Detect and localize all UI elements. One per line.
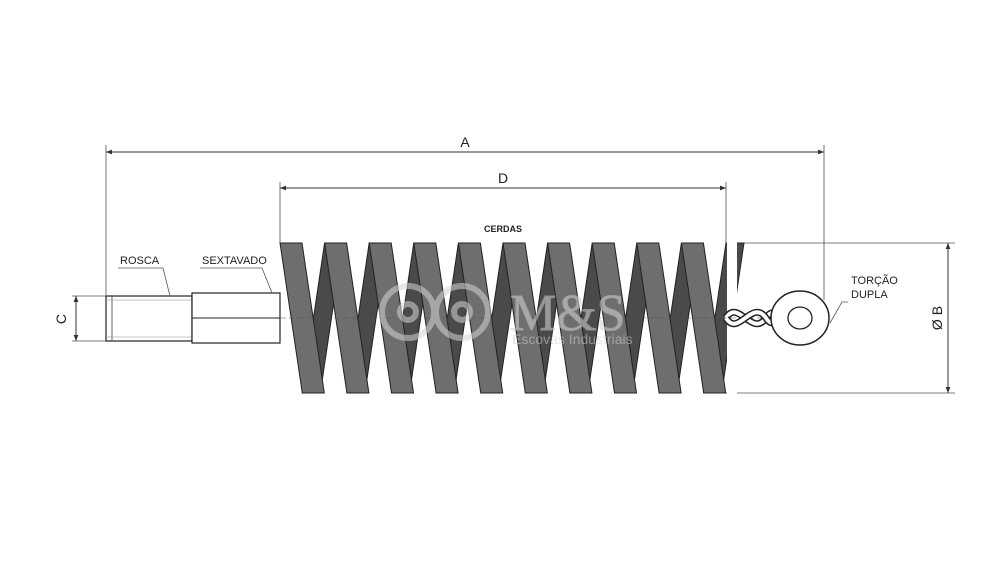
- sextavado-callout: SEXTAVADO: [200, 255, 273, 294]
- threaded-shank: [105, 295, 193, 342]
- dimension-c-label: C: [53, 314, 69, 324]
- end-loop: [770, 290, 830, 346]
- watermark-brand: M&S: [510, 285, 626, 342]
- dimension-d-label: D: [498, 170, 508, 186]
- dimension-b: Ø B: [726, 242, 955, 394]
- brand-logo-icon: [379, 283, 491, 341]
- brand-watermark: M&S Escovas Industriais: [379, 283, 633, 347]
- torcao-label-line2: DUPLA: [851, 289, 888, 301]
- torcao-label-line1: TORÇÃO: [851, 274, 898, 287]
- dimension-a: A: [105, 134, 825, 300]
- dimension-a-label: A: [460, 134, 470, 150]
- rosca-callout: ROSCA: [118, 255, 171, 297]
- dimension-d: D: [279, 170, 727, 243]
- dimension-b-label: Ø B: [929, 306, 945, 330]
- hex-section: [191, 292, 281, 344]
- cerdas-label: CERDAS: [484, 224, 522, 234]
- torcao-dupla-callout: TORÇÃO DUPLA: [829, 274, 898, 324]
- sextavado-label: SEXTAVADO: [202, 255, 267, 267]
- rosca-label: ROSCA: [120, 255, 160, 267]
- dimension-c: C: [53, 295, 106, 342]
- watermark-tagline: Escovas Industriais: [512, 331, 633, 347]
